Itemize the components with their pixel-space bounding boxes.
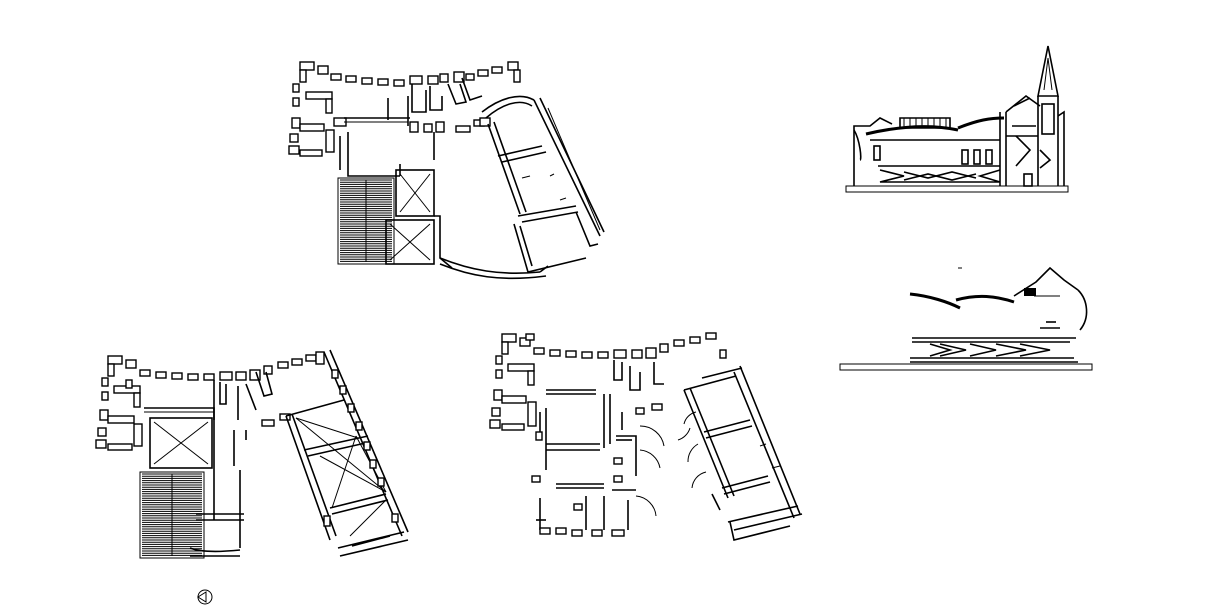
plan3-top-facade <box>533 332 727 359</box>
plan2-core <box>144 371 291 557</box>
plan2-left-wall <box>95 355 143 451</box>
plan2-staircase <box>139 471 205 559</box>
north-arrow-icon <box>197 589 213 605</box>
plan2-top-facade <box>139 351 325 381</box>
plan1-top-rooms <box>344 77 485 160</box>
plan3-right-wing <box>683 365 803 541</box>
ground-floor-plan-left <box>95 349 409 559</box>
section-elevation-bottom <box>839 266 1093 371</box>
plan1-right-wing <box>479 95 605 273</box>
plan1-top-facade <box>330 61 521 87</box>
upper-floor-plan <box>288 61 605 280</box>
plan2-right-wing <box>285 349 409 557</box>
plan1-staircase <box>337 177 395 265</box>
plan1-central-core <box>339 132 453 269</box>
plan3-left-wall <box>489 333 537 431</box>
ground-floor-plan-right <box>489 332 803 541</box>
section-elevation-top <box>845 45 1069 193</box>
plan1-curved-wall <box>439 257 549 280</box>
plan3-rooms <box>531 360 707 537</box>
plan1-left-wall <box>288 61 347 157</box>
